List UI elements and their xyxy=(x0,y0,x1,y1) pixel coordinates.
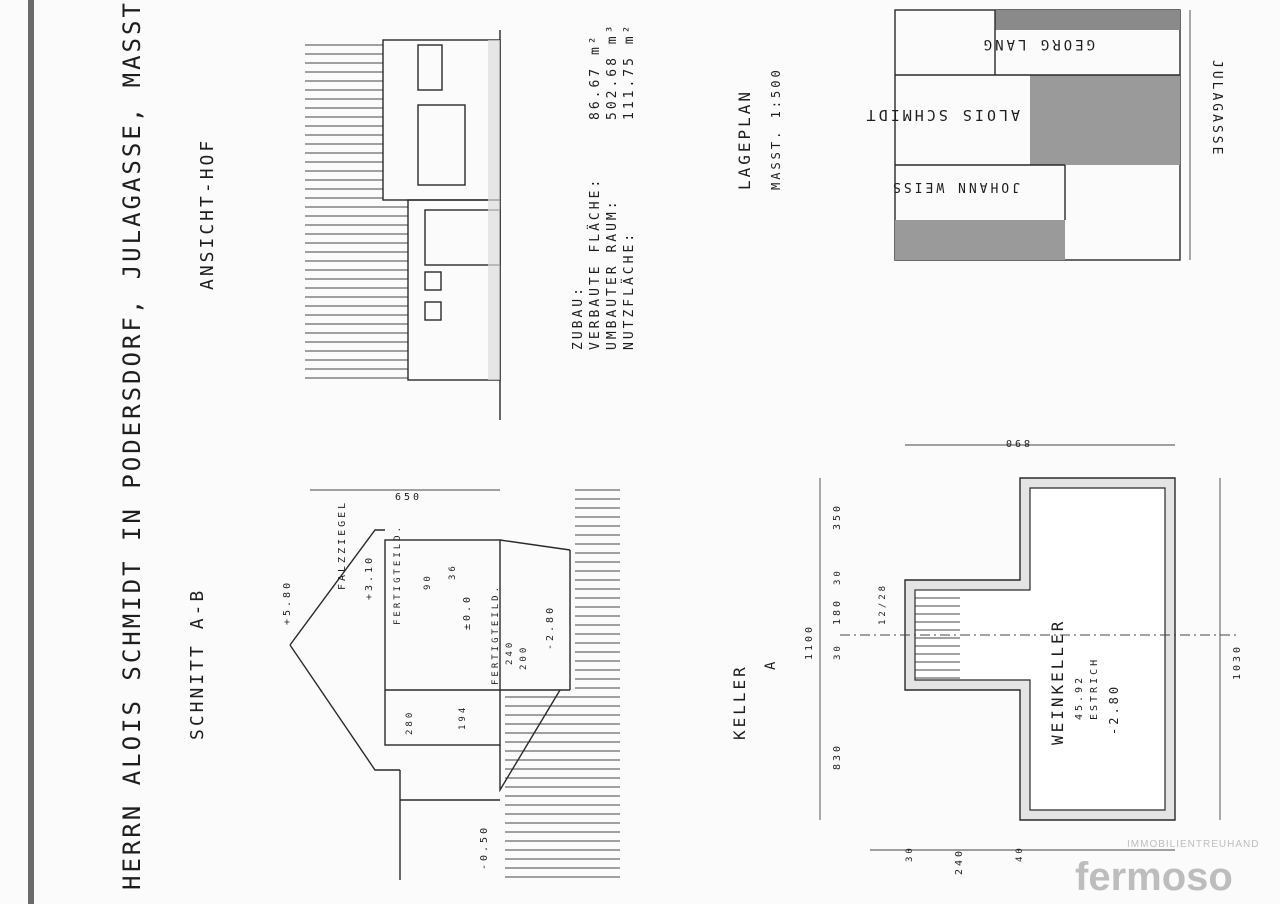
area-heading: ZUBAU: xyxy=(571,285,586,350)
site-plan-scale: MASST. 1:500 xyxy=(769,67,783,190)
dim-label: 30 xyxy=(833,568,843,585)
window xyxy=(424,301,442,321)
dim-label: 194 xyxy=(458,705,468,730)
dim-label: 36 xyxy=(448,563,458,580)
area-summary: ZUBAU: VERBAUTE FLÄCHE: UMBAUTER RAUM: N… xyxy=(571,23,637,350)
dim-label: 890 xyxy=(1003,437,1030,448)
dim-label: 240 xyxy=(505,640,515,665)
slab-label: FERTIGTEILD. xyxy=(393,524,403,625)
owner-label: GEORG LANG xyxy=(981,36,1095,52)
area-label: VERBAUTE FLÄCHE: xyxy=(587,177,603,350)
courtyard-elevation xyxy=(305,30,501,420)
level-label: -2.80 xyxy=(545,605,556,650)
dim-label: 180 xyxy=(832,598,843,625)
window xyxy=(417,44,443,91)
street-label: JULAGASSE xyxy=(1209,60,1224,157)
dim-label: 90 xyxy=(423,573,433,590)
watermark-tagline: IMMOBILIENTREUHAND xyxy=(1127,839,1259,850)
owner-label: ALOIS SCHMIDT xyxy=(864,106,1020,124)
cellar-mark: A xyxy=(763,659,779,670)
cellar-title: KELLER xyxy=(730,664,749,740)
dim-label: 30 xyxy=(833,643,843,660)
area-value: 502.68 m³ xyxy=(605,23,620,120)
watermark-brand: fermoso xyxy=(1075,855,1233,899)
dim-label: 240 xyxy=(954,848,965,875)
room-floor: ESTRICH xyxy=(1089,657,1100,720)
section-title: SCHNITT A-B xyxy=(187,588,208,740)
stairs-label: 12/28 xyxy=(878,583,888,625)
roof-label: FALZZIEGEL xyxy=(337,500,348,590)
room-area: 45.92 xyxy=(1074,675,1085,720)
dim-label: 200 xyxy=(519,645,529,670)
elevation-title: ANSICHT-HOF xyxy=(197,138,218,290)
room-level: -2.80 xyxy=(1107,684,1121,735)
window xyxy=(424,271,442,291)
area-label: NUTZFLÄCHE: xyxy=(621,231,637,350)
dim-label: 830 xyxy=(832,743,843,770)
room-label: WEINKELLER xyxy=(1048,619,1067,745)
dim-label: 280 xyxy=(405,710,415,735)
window xyxy=(417,104,466,186)
area-value: 111.75 m² xyxy=(622,23,637,120)
owner-label: JOHANN WEISS xyxy=(890,179,1020,194)
area-label: UMBAUTER RAUM: xyxy=(605,198,620,350)
section-a-b: 650 FALZZIEGEL +5.80 +3.10 ±0.0 -2.80 -0… xyxy=(282,489,620,880)
level-label: -0.50 xyxy=(479,825,490,870)
site-plan: GEORG LANG ALOIS SCHMIDT JOHANN WEISS JU… xyxy=(864,9,1224,261)
site-plan-title: LAGEPLAN xyxy=(735,89,754,190)
dim-label: 40 xyxy=(1015,845,1025,862)
fermoso-watermark: IMMOBILIENTREUHAND fermoso xyxy=(1075,839,1259,899)
area-value: 86.67 m² xyxy=(588,33,603,120)
level-label: ±0.0 xyxy=(462,594,473,630)
dim-label: 1030 xyxy=(1232,644,1243,680)
slab-label: FERTIGTEILD. xyxy=(491,584,501,685)
level-label: +5.80 xyxy=(282,580,293,625)
scan-edge xyxy=(28,0,34,904)
dim-label: 30 xyxy=(905,845,915,862)
drawing-title: HERRN ALOIS SCHMIDT IN PODERSDORF, JULAG… xyxy=(118,0,146,890)
dim-label: 650 xyxy=(395,492,422,503)
dim-label: 1100 xyxy=(804,624,815,660)
cellar-plan: 890 1100 1030 350 30 180 30 830 30 240 4… xyxy=(804,437,1243,875)
level-label: +3.10 xyxy=(364,555,375,600)
dim-label: 350 xyxy=(832,503,843,530)
